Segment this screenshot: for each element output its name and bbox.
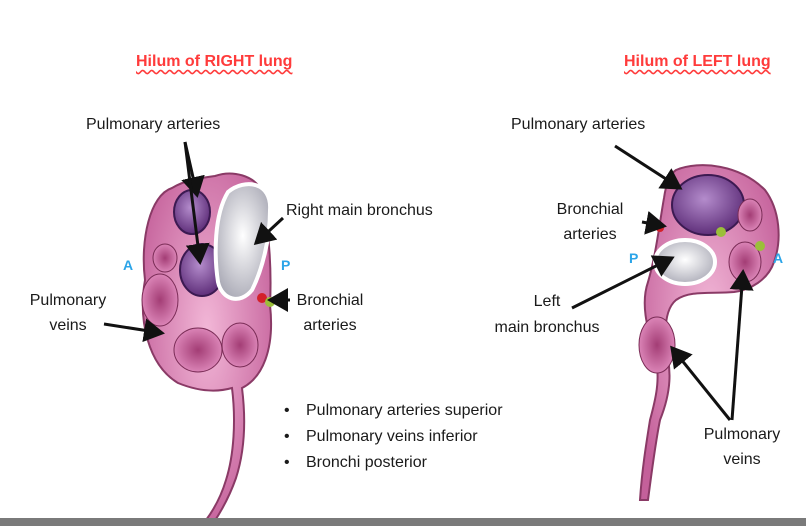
left-pulmonary-vein bbox=[737, 198, 763, 232]
right-marker-posterior: P bbox=[281, 257, 291, 273]
arrow-left-pulmonary-veins-superior bbox=[729, 269, 754, 421]
right-label-pulmonary-veins-line2: veins bbox=[49, 317, 87, 334]
right-label-pulmonary-veins-line1: Pulmonary bbox=[29, 292, 107, 309]
left-bronchial-artery bbox=[755, 241, 765, 251]
arrow-left-pulmonary-artery bbox=[614, 144, 683, 190]
right-label-bronchial-arteries-line1: Bronchial bbox=[296, 292, 364, 309]
left-marker-posterior: P bbox=[629, 250, 639, 266]
right-bronchial-artery bbox=[257, 293, 267, 303]
arrow-right-pulmonary-veins bbox=[103, 318, 165, 343]
left-label-pulmonary-veins-line2: veins bbox=[723, 451, 761, 468]
summary-list: Pulmonary arteries superior Pulmonary ve… bbox=[284, 398, 503, 476]
left-label-bronchial-arteries-line2: arteries bbox=[563, 226, 617, 243]
right-label-main-bronchus: Right main bronchus bbox=[286, 202, 433, 219]
arrow-right-main-bronchus bbox=[253, 216, 285, 246]
right-pulmonary-vein bbox=[173, 327, 223, 373]
left-pulmonary-vein bbox=[638, 316, 676, 374]
left-pulmonary-artery bbox=[671, 174, 745, 236]
right-pulmonary-vein bbox=[141, 273, 179, 327]
arrow-left-pulmonary-veins-inferior bbox=[670, 345, 732, 421]
right-label-pulmonary-arteries: Pulmonary arteries bbox=[86, 116, 221, 133]
left-label-pulmonary-veins-line1: Pulmonary bbox=[703, 426, 781, 443]
right-main-bronchus bbox=[213, 182, 273, 301]
left-label-main-bronchus-line1: Left bbox=[533, 293, 561, 310]
summary-item: Bronchi posterior bbox=[284, 450, 503, 476]
arrow-left-main-bronchus bbox=[571, 255, 675, 310]
left-marker-anterior: A bbox=[773, 250, 784, 266]
left-bronchial-artery bbox=[716, 227, 726, 237]
right-marker-anterior: A bbox=[123, 257, 134, 273]
left-label-pulmonary-arteries: Pulmonary arteries bbox=[511, 116, 646, 133]
right-lung-title: Hilum of RIGHT lung bbox=[136, 53, 293, 70]
left-label-bronchial-arteries-line1: Bronchial bbox=[556, 201, 624, 218]
right-label-bronchial-arteries-line2: arteries bbox=[303, 317, 357, 334]
bottom-bar bbox=[0, 518, 806, 526]
arrow-left-bronchial-arteries bbox=[641, 210, 667, 235]
right-pulmonary-vein bbox=[152, 243, 178, 273]
summary-item: Pulmonary veins inferior bbox=[284, 424, 503, 450]
left-lung-hilum bbox=[571, 144, 780, 501]
right-lung-hilum bbox=[103, 141, 290, 524]
right-pulmonary-vein bbox=[221, 322, 259, 368]
left-label-main-bronchus-line2: main bronchus bbox=[494, 319, 600, 336]
arrow-right-pulmonary-artery-lower bbox=[183, 141, 210, 265]
summary-item: Pulmonary arteries superior bbox=[284, 398, 503, 424]
left-lung-title: Hilum of LEFT lung bbox=[624, 53, 771, 70]
